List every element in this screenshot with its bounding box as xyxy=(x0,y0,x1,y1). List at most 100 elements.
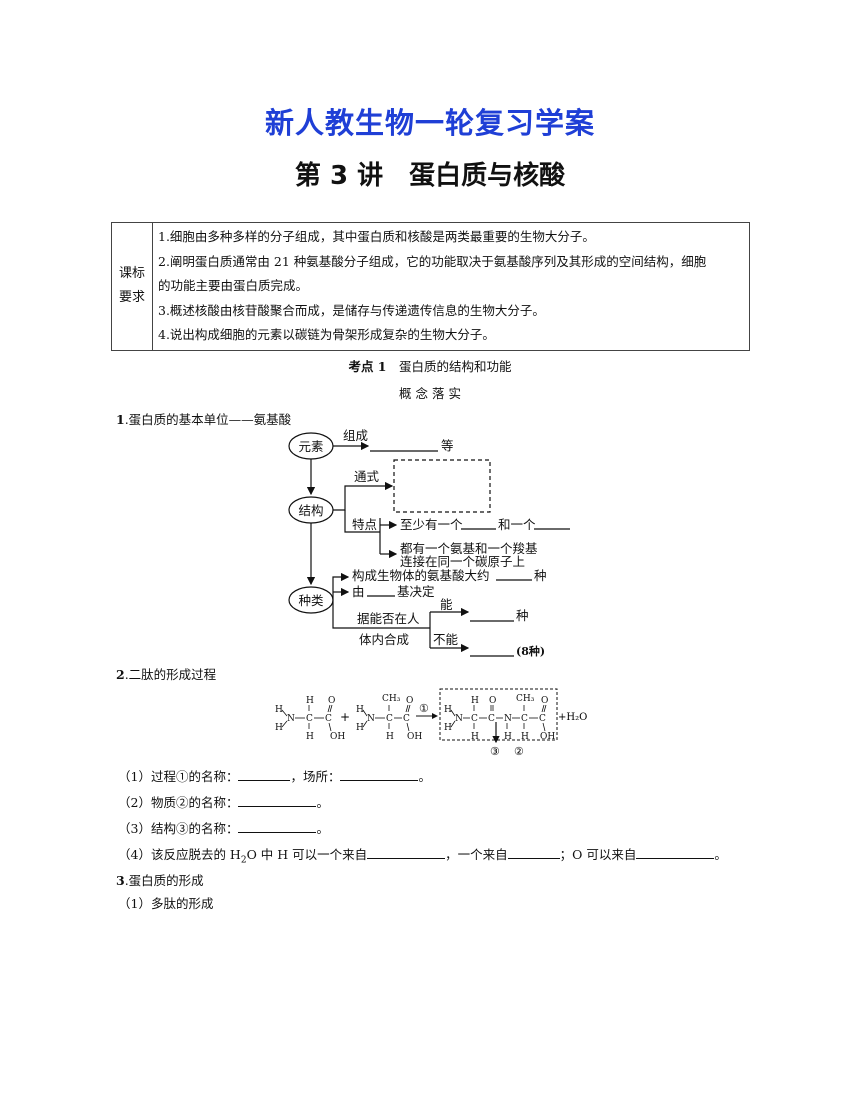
requirement-item: 3.概述核酸由核苷酸聚合而成，是储存与传递遗传信息的生物大分子。 xyxy=(158,302,545,318)
part1-heading: 1.蛋白质的基本单位——氨基酸 xyxy=(116,409,291,428)
kaodian-label: 考点 1 xyxy=(348,359,387,374)
requirement-item: 4.说出构成细胞的元素以碳链为骨架形成复杂的生物大分子。 xyxy=(158,327,495,342)
svg-text:OH: OH xyxy=(540,732,555,742)
question-1-text: （1）过程①的名称： xyxy=(118,769,239,784)
svg-text:OH: OH xyxy=(330,732,345,742)
svg-text:H: H xyxy=(356,705,364,715)
svg-text:H: H xyxy=(471,696,479,706)
text-ju-1: 据能否在人 xyxy=(357,611,420,626)
node-zhonglei: 种类 xyxy=(298,593,324,608)
text-douyou-2: 连接在同一个碳原子上 xyxy=(400,554,525,569)
answer-blank[interactable] xyxy=(367,846,446,859)
question-4-text-d: ；O 可以来自 xyxy=(559,847,637,862)
part2-number: 2 xyxy=(116,667,125,682)
requirements-label-line2: 要求 xyxy=(118,290,145,306)
svg-text:C: C xyxy=(403,714,410,724)
label-deng: 等 xyxy=(441,438,454,453)
text-zhishao-b: 和一个 xyxy=(498,517,536,532)
answer-blank[interactable] xyxy=(238,768,291,781)
reaction-plus: + xyxy=(340,710,350,724)
answer-blank[interactable] xyxy=(636,846,715,859)
svg-text:H: H xyxy=(471,732,479,742)
question-3: （3）结构③的名称： 。 xyxy=(118,818,329,837)
question-2: （2）物质②的名称： 。 xyxy=(118,792,329,811)
question-2-end: 。 xyxy=(316,795,329,810)
part3-sub1: （1）多肽的形成 xyxy=(118,896,214,911)
node-yuansu: 元素 xyxy=(298,439,323,454)
reaction-water: +H₂O xyxy=(558,712,587,723)
question-1-end: 。 xyxy=(418,769,431,784)
question-3-text: （3）结构③的名称： xyxy=(118,821,239,836)
svg-text:N: N xyxy=(287,714,295,724)
svg-text:C: C xyxy=(386,714,393,724)
kaodian-heading: 考点 1 蛋白质的结构和功能 xyxy=(0,356,860,375)
document-title: 新人教生物一轮复习学案 xyxy=(264,106,595,140)
text-zhishao-a: 至少有一个 xyxy=(400,517,463,532)
svg-text:OH: OH xyxy=(407,732,422,742)
answer-blank[interactable] xyxy=(507,846,560,859)
text-zhong: 种 xyxy=(516,608,529,623)
svg-text:N: N xyxy=(455,714,463,724)
part1-number: 1 xyxy=(116,412,125,427)
svg-text:H: H xyxy=(275,705,283,715)
question-4-subscript: 2 xyxy=(240,855,247,866)
svg-text:N: N xyxy=(504,714,512,724)
text-goucheng-a: 构成生物体的氨基酸大约 xyxy=(352,568,490,583)
question-3-end: 。 xyxy=(316,821,329,836)
question-4: （4）该反应脱去的 H2O 中 H 可以一个来自，一个来自；O 可以来自。 xyxy=(118,844,727,866)
text-ju-2: 体内合成 xyxy=(359,632,409,647)
marker-3: ③ xyxy=(490,745,500,758)
reaction-step-1-marker: ① xyxy=(419,702,429,715)
question-4-end: 。 xyxy=(714,847,727,862)
amino-acid-concept-map: 元素 结构 种类 组成 等 通式 特点 至少有一个 和一个 都有一个氨基和一个羧… xyxy=(288,428,570,658)
text-douyou-1: 都有一个氨基和一个羧基 xyxy=(400,541,538,556)
svg-text:O: O xyxy=(328,696,335,706)
svg-text:H: H xyxy=(386,732,394,742)
requirement-item: 的功能主要由蛋白质完成。 xyxy=(158,278,309,293)
part1-text: .蛋白质的基本单位——氨基酸 xyxy=(124,412,292,427)
requirements-content: 1.细胞由多种多样的分子组成，其中蛋白质和核酸是两类最重要的生物大分子。 2.阐… xyxy=(152,222,750,351)
concept-subheading: 概 念 落 实 xyxy=(399,386,461,401)
glycine-molecule: HH NH CH CO OH xyxy=(275,696,345,742)
requirements-label: 课标 要求 xyxy=(111,222,153,351)
text-neng: 能 xyxy=(440,597,453,612)
svg-text:O: O xyxy=(489,696,496,706)
text-buneng: 不能 xyxy=(433,632,459,647)
svg-text:H: H xyxy=(521,732,529,742)
answer-blank[interactable] xyxy=(340,768,419,781)
requirements-label-line1: 课标 xyxy=(118,266,145,282)
requirement-item: 1.细胞由多种多样的分子组成，其中蛋白质和核酸是两类最重要的生物大分子。 xyxy=(158,229,595,244)
svg-text:H: H xyxy=(444,723,452,733)
svg-text:C: C xyxy=(306,714,313,724)
svg-text:O: O xyxy=(406,696,413,706)
answer-blank[interactable] xyxy=(238,794,317,807)
svg-text:H: H xyxy=(275,723,283,733)
svg-text:C: C xyxy=(521,714,528,724)
question-4-text-a: （4）该反应脱去的 H xyxy=(118,847,241,862)
question-2-text: （2）物质②的名称： xyxy=(118,795,239,810)
text-goucheng-b: 种 xyxy=(534,568,547,583)
text-you-b: 基决定 xyxy=(397,584,435,599)
svg-text:H: H xyxy=(504,732,512,742)
svg-text:CH₃: CH₃ xyxy=(382,694,401,704)
svg-text:C: C xyxy=(325,714,332,724)
svg-text:C: C xyxy=(488,714,495,724)
part2-heading: 2.二肽的形成过程 xyxy=(116,664,216,683)
answer-blank[interactable] xyxy=(238,820,317,833)
question-1: （1）过程①的名称：，场所：。 xyxy=(118,766,431,785)
svg-text:H: H xyxy=(306,732,314,742)
label-tedian: 特点 xyxy=(352,517,377,532)
requirement-item: 2.阐明蛋白质通常由 21 种氨基酸分子组成，它的功能取决于氨基酸序列及其形成的… xyxy=(158,253,707,269)
svg-text:CH₃: CH₃ xyxy=(516,694,535,704)
svg-text:N: N xyxy=(367,714,375,724)
part3-text: .蛋白质的形成 xyxy=(124,873,204,888)
svg-text:C: C xyxy=(539,714,546,724)
svg-text:H: H xyxy=(356,723,364,733)
label-zucheng: 组成 xyxy=(343,428,368,443)
svg-text:H: H xyxy=(444,705,452,715)
svg-text:C: C xyxy=(471,714,478,724)
part2-text: .二肽的形成过程 xyxy=(124,667,217,682)
